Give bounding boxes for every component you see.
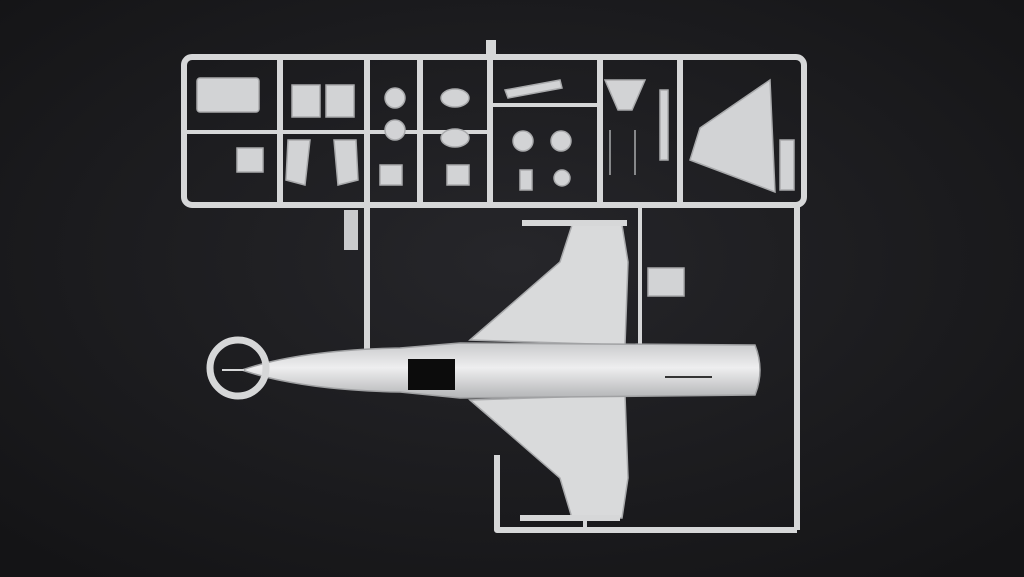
sprue-tab bbox=[344, 210, 358, 250]
lower-wingtip-rail bbox=[520, 515, 620, 521]
jet-fighter-part bbox=[222, 220, 761, 521]
cockpit-opening bbox=[408, 359, 455, 390]
sprue-ring bbox=[206, 336, 270, 400]
sprue-gate-tab bbox=[486, 40, 496, 58]
fuselage bbox=[239, 342, 761, 399]
upper-wingtip-rail bbox=[522, 220, 627, 226]
small-parts bbox=[196, 77, 795, 297]
